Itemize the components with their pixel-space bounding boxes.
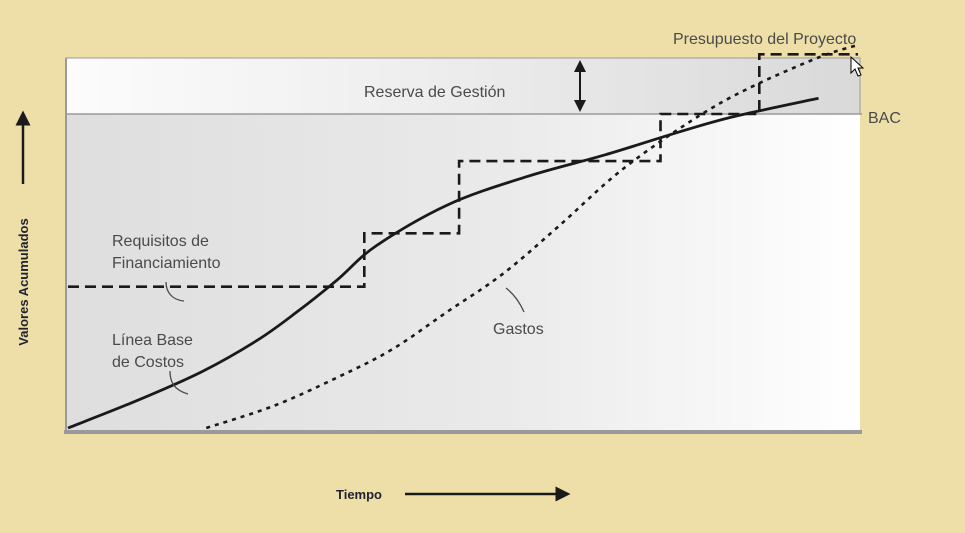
cost-baseline-label: Línea Base de Costos (112, 332, 197, 371)
expenditures-leader-line (505, 287, 525, 313)
funding-leader-line (165, 281, 185, 302)
series-cost-baseline (67, 96, 819, 430)
bac-label: BAC (868, 110, 901, 127)
series-funding-requirements (68, 53, 858, 288)
funding-requirements-line-1: Requisitos de (112, 233, 209, 250)
series-layer (67, 43, 859, 430)
expenditures-label: Gastos (493, 321, 544, 338)
cost-baseline-line-2: de Costos (112, 354, 184, 371)
baseline-leader-line (169, 370, 189, 395)
funding-requirements-label: Requisitos de Financiamiento (112, 233, 221, 272)
mouse-cursor-icon (850, 55, 865, 77)
x-axis-label: Tiempo (336, 487, 382, 502)
management-reserve-label: Reserva de Gestión (364, 84, 505, 101)
y-axis-label: Valores Acumulados (16, 218, 31, 345)
plot-area (66, 114, 860, 432)
reserve-band (65, 57, 861, 115)
funding-requirements-line-2: Financiamiento (112, 255, 221, 272)
cost-baseline-line-1: Línea Base (112, 332, 193, 349)
project-budget-label: Presupuesto del Proyecto (673, 31, 856, 48)
